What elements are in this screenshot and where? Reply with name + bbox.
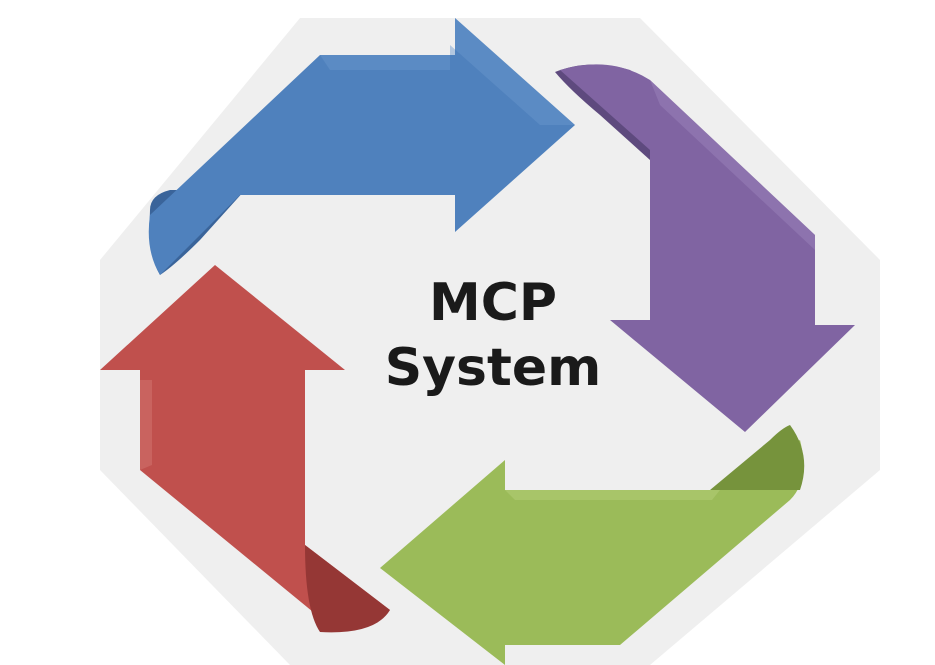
red-arrow-up-icon	[100, 265, 390, 633]
purple-arrow-body	[560, 64, 855, 432]
green-arrow-highlight	[505, 490, 720, 500]
green-arrow-curl	[710, 425, 805, 490]
blue-arrow-body	[148, 18, 575, 275]
center-label-line1: MCP	[429, 273, 557, 333]
red-arrow-highlight	[140, 380, 152, 470]
red-arrow-curl	[305, 545, 390, 633]
green-arrow-left-icon	[380, 425, 805, 665]
blue-arrow-highlight	[320, 18, 575, 125]
purple-arrow-highlight	[650, 80, 815, 250]
red-arrow-body	[100, 265, 390, 630]
center-label-line2: System	[385, 338, 602, 398]
blue-arrow-right-icon	[148, 18, 575, 275]
purple-arrow-down-icon	[555, 64, 855, 432]
